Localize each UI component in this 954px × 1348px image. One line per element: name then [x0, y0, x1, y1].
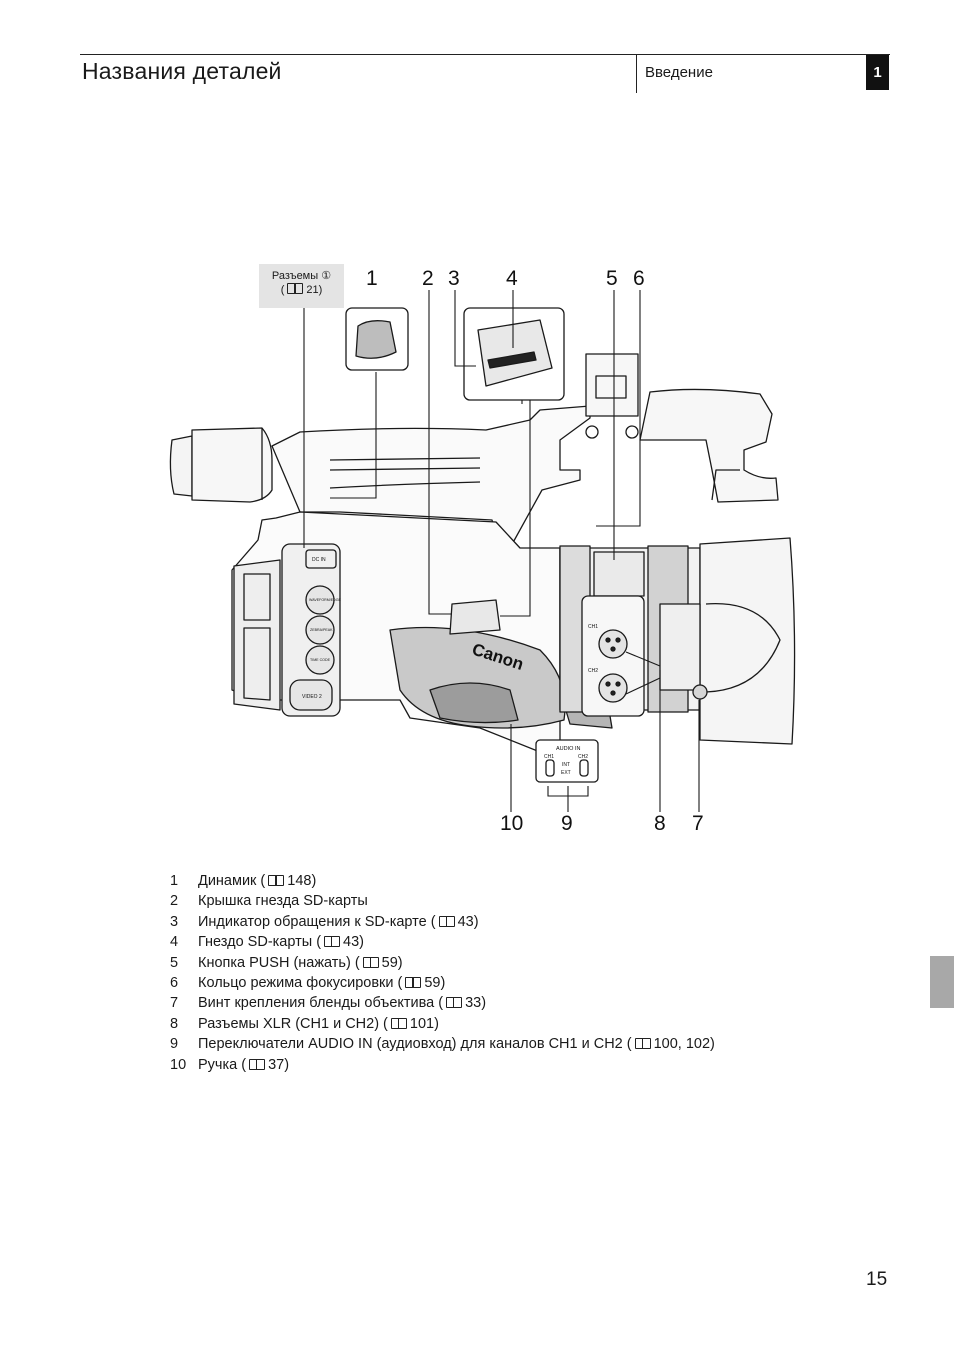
callout-reference: (21)	[280, 283, 323, 296]
audio-in-title: AUDIO IN	[556, 746, 580, 752]
viewfinder-eyecup	[169, 435, 193, 497]
side-panel	[233, 559, 281, 711]
sd-card-door	[449, 599, 501, 635]
dc-in-label: DC IN	[312, 557, 326, 563]
leader-2	[428, 290, 452, 615]
book-icon	[438, 915, 455, 927]
label-5: 5	[606, 267, 618, 290]
leader-8	[625, 651, 661, 812]
page-number: 15	[866, 1269, 888, 1290]
book-icon	[249, 1058, 266, 1070]
label-10: 10	[500, 812, 523, 835]
book-icon	[634, 1038, 651, 1050]
label-1: 1	[366, 267, 378, 290]
label-7: 7	[692, 812, 704, 835]
label-3: 3	[448, 267, 460, 290]
viewfinder-body	[191, 427, 273, 503]
page-title: Названия деталей	[82, 58, 282, 84]
book-icon	[362, 956, 379, 968]
xlr-ch2-label: CH2	[588, 668, 598, 674]
audio-in-inset	[535, 739, 599, 783]
camcorder-illustration: 1 2 3 4 5 6 10 9 8 7 Canon AUDIO IN CH1 …	[160, 258, 810, 838]
book-icon	[405, 977, 422, 989]
accessory-shoe	[585, 353, 639, 417]
zebra-button-label: ZEBRA/PEAK	[310, 628, 333, 632]
label-4: 4	[506, 267, 518, 290]
waveform-button-label: WAVEFORM/EDGE	[309, 598, 342, 602]
leader-3	[454, 290, 476, 367]
book-icon	[390, 1017, 407, 1029]
audio-ext: EXT	[561, 770, 571, 776]
connectors-callout: Разъемы ① (21)	[259, 264, 344, 308]
book-icon	[324, 936, 341, 948]
label-9: 9	[561, 812, 573, 835]
video-out-label: VIDEO 2	[302, 694, 322, 700]
label-8: 8	[654, 812, 666, 835]
leader-6	[596, 290, 641, 527]
chapter-number: 1	[866, 55, 889, 90]
timecode-button-label: TIME CODE	[310, 658, 331, 662]
lens-hood	[699, 537, 796, 745]
audio-int: INT	[562, 762, 570, 768]
header-rule	[80, 54, 890, 55]
xlr-ch1-label: CH1	[588, 624, 598, 630]
callout-title: Разъемы ①	[271, 270, 332, 282]
leader-9	[547, 786, 589, 812]
label-2: 2	[422, 267, 434, 290]
leader-1	[330, 372, 377, 499]
audio-ch1: CH1	[544, 754, 554, 760]
chapter-side-tab	[930, 956, 954, 1008]
label-6: 6	[633, 267, 645, 290]
microphone-holder	[639, 388, 779, 503]
book-icon	[268, 875, 285, 886]
leader-door	[500, 399, 531, 617]
book-icon	[287, 283, 304, 294]
section-name: Введение	[645, 64, 713, 81]
header-divider	[636, 55, 637, 93]
book-icon	[446, 997, 463, 1009]
audio-ch2: CH2	[578, 754, 588, 760]
